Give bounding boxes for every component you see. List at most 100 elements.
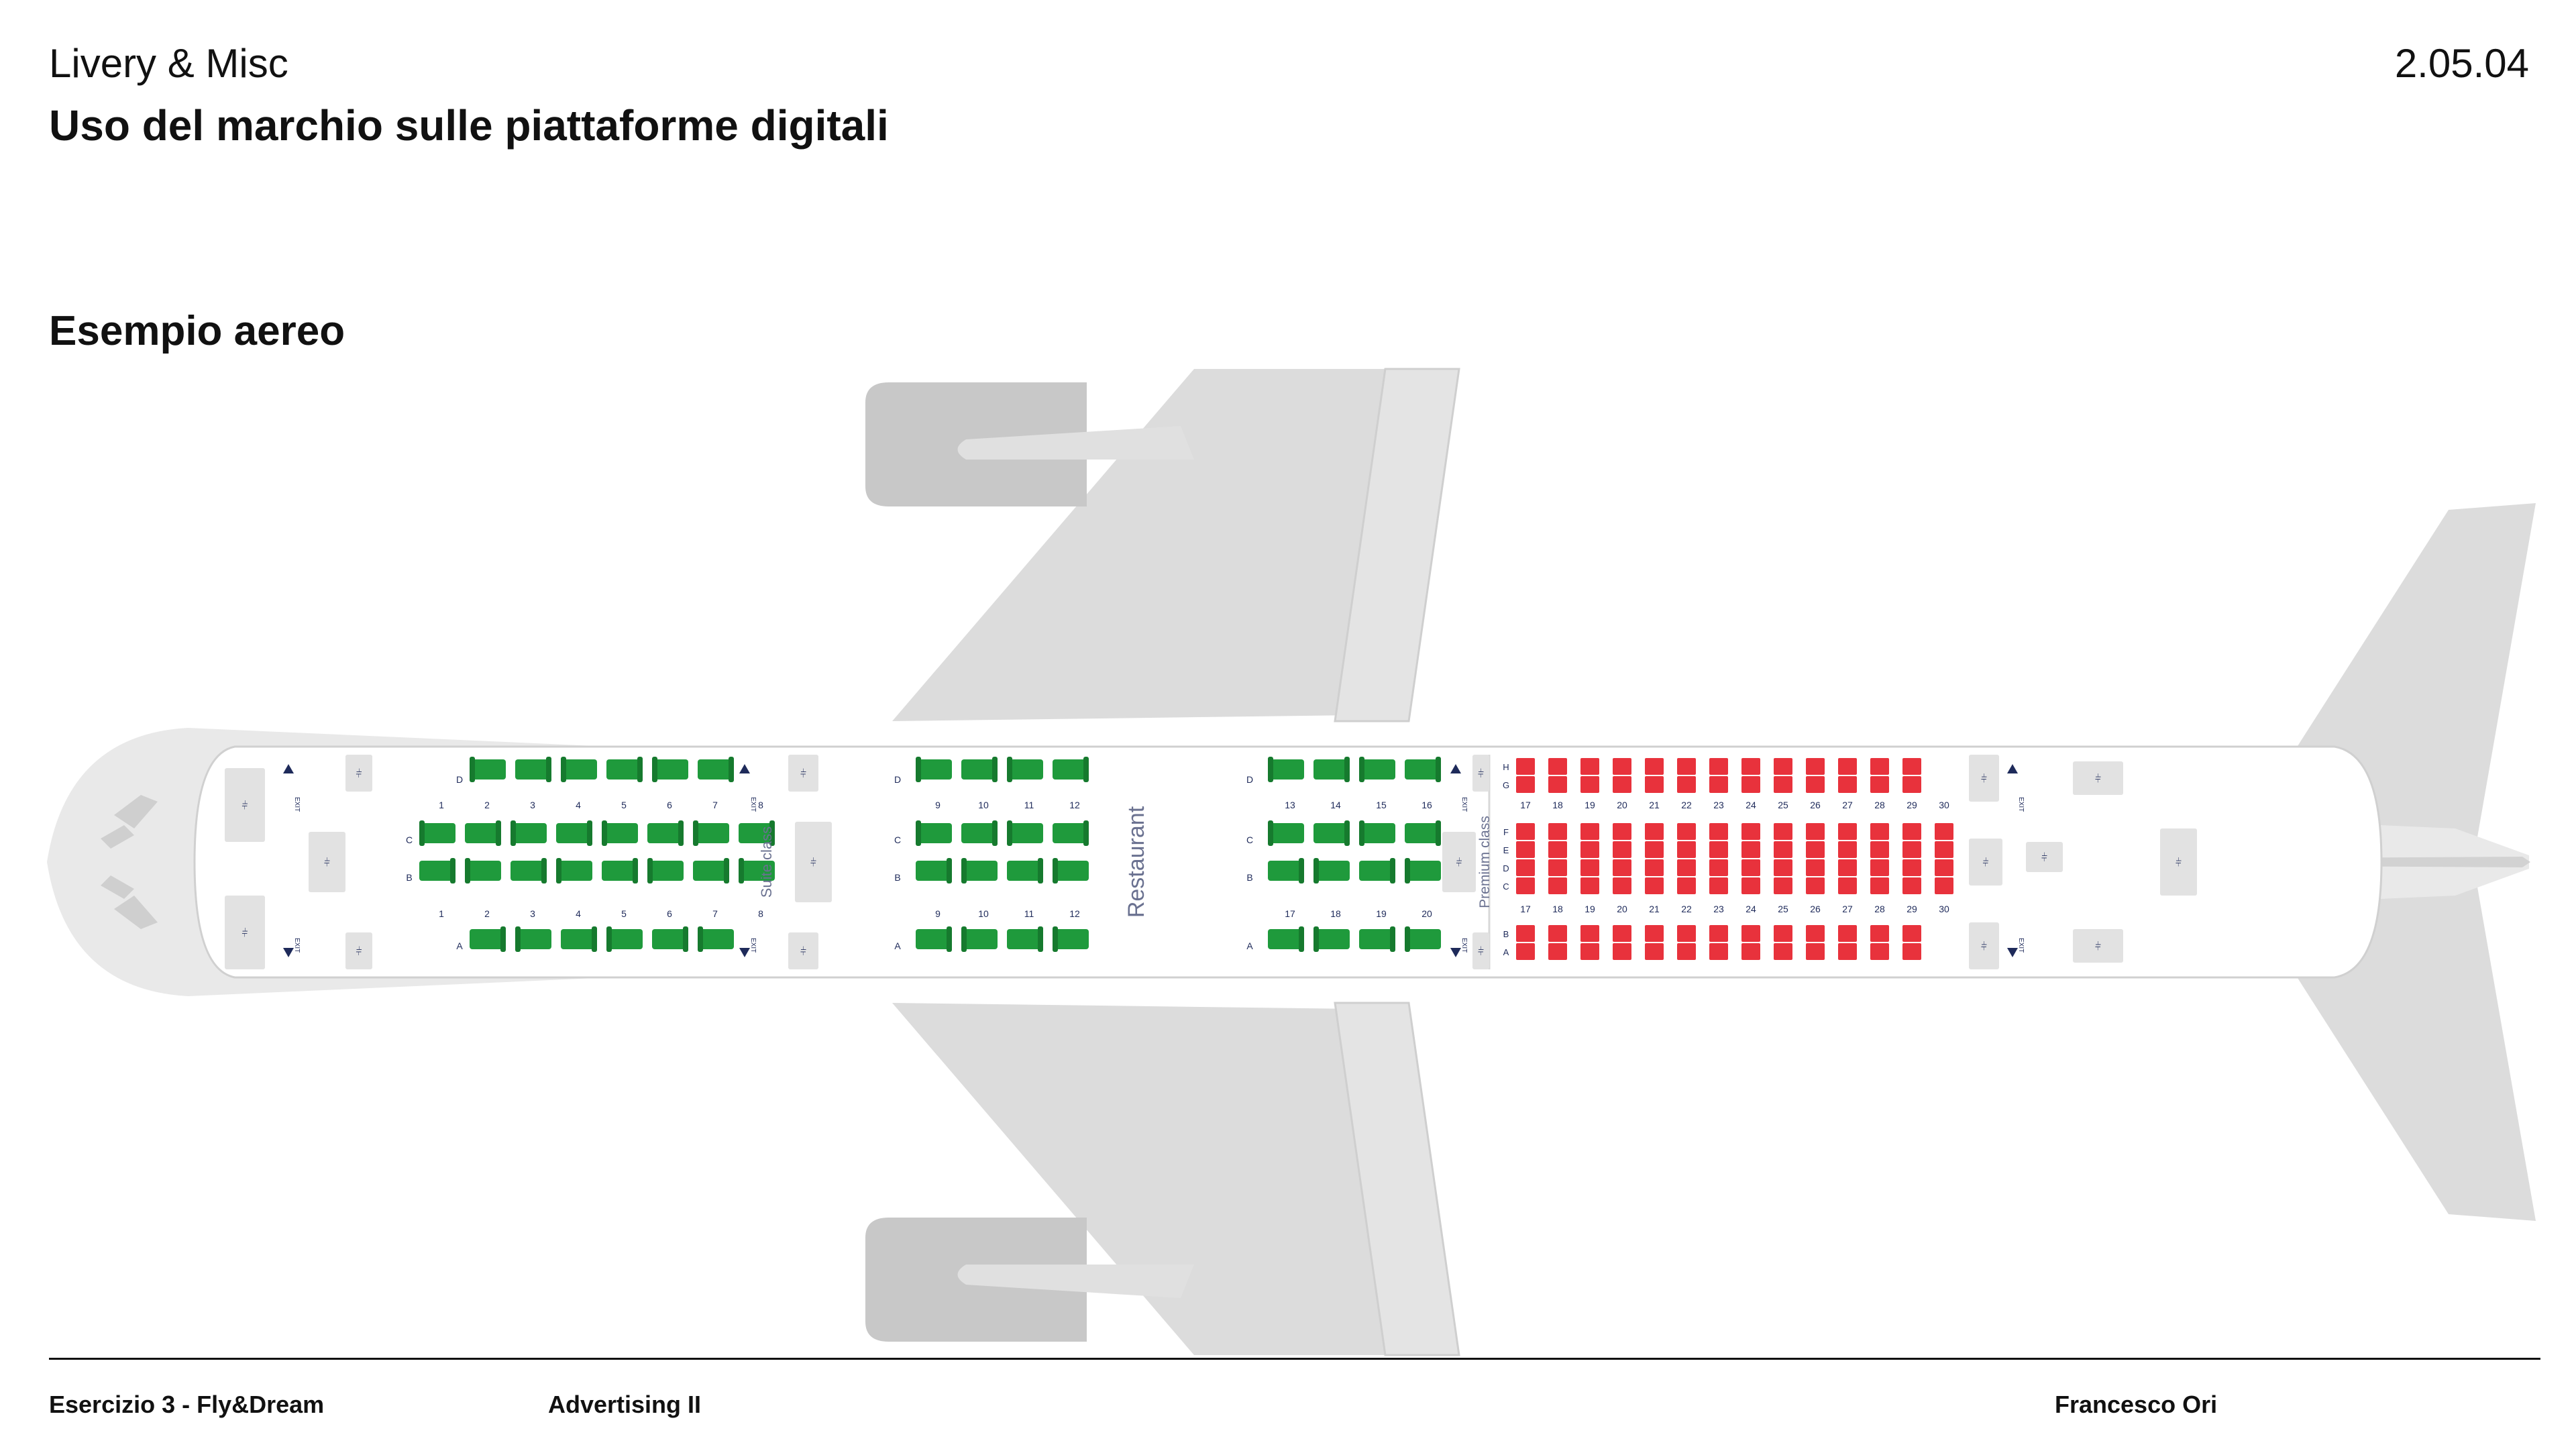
- suite-seat-back: [1390, 926, 1395, 952]
- row-number: 2: [484, 908, 490, 919]
- premium-seat: [1580, 841, 1599, 858]
- suite-seat: [1268, 820, 1304, 846]
- premium-seat: [1677, 943, 1696, 960]
- premium-seat: [1548, 925, 1567, 942]
- premium-seat: [1870, 758, 1889, 775]
- row-number: 7: [712, 908, 718, 919]
- suite-seat: [511, 820, 547, 846]
- exit-arrow-icon: [283, 948, 294, 957]
- suite-seat-shape: [739, 823, 775, 843]
- premium-seat: [1902, 841, 1921, 858]
- suite-seat: [647, 820, 684, 846]
- suite-seat-shape: [698, 929, 734, 949]
- exit-arrow-icon: [1450, 764, 1461, 773]
- exit-label: EXIT: [2017, 938, 2025, 953]
- suite-seat: [470, 757, 506, 782]
- premium-seat: [1902, 859, 1921, 876]
- suite-seat: [739, 820, 775, 846]
- lavatory: [1442, 832, 1476, 892]
- seat-letter: C: [406, 835, 413, 845]
- suite-seat-shape: [916, 929, 952, 949]
- suite-seat: [961, 858, 998, 883]
- premium-seat: [1580, 943, 1599, 960]
- suite-seat-back: [961, 858, 967, 883]
- suite-seat: [419, 858, 455, 883]
- suite-seat-back: [606, 926, 612, 952]
- suite-seat: [1359, 926, 1395, 952]
- premium-seat: [1580, 859, 1599, 876]
- suite-seat-back: [1313, 858, 1319, 883]
- suite-seat-shape: [698, 759, 734, 780]
- suite-seat-back: [992, 820, 998, 846]
- premium-seat: [1613, 859, 1631, 876]
- galley: [1969, 839, 2002, 885]
- exit-marker: EXIT: [283, 938, 301, 957]
- cutlery-icon: ⫩: [1982, 856, 1988, 869]
- suite-seat: [1359, 820, 1395, 846]
- premium-seat: [1613, 758, 1631, 775]
- suite-seat: [465, 820, 501, 846]
- suite-seat-shape: [1053, 823, 1089, 843]
- suite-seat-back: [1053, 858, 1058, 883]
- seat-letter: B: [1246, 872, 1252, 883]
- premium-seat: [1870, 859, 1889, 876]
- suite-seat: [1053, 820, 1089, 846]
- row-number: 17: [1520, 800, 1531, 810]
- suite-seat-back: [1083, 820, 1089, 846]
- suite-seat: [1007, 820, 1043, 846]
- cutlery-icon: ⫩: [1981, 940, 1987, 953]
- row-number: 5: [621, 908, 627, 919]
- row-number: 21: [1649, 904, 1660, 914]
- lavatory: [1472, 755, 1489, 792]
- exit-marker: EXIT: [739, 938, 757, 957]
- premium-seat: [1580, 823, 1599, 840]
- premium-seat: [1677, 841, 1696, 858]
- suite-seat-back: [637, 757, 643, 782]
- suite-seat-shape: [1359, 759, 1395, 780]
- engine-upper-pylon: [957, 426, 1194, 460]
- row-number: 29: [1907, 800, 1917, 810]
- row-number: 20: [1617, 800, 1627, 810]
- suite-seat-back: [947, 858, 952, 883]
- row-number: 2: [484, 800, 490, 810]
- seat-letter: B: [894, 872, 900, 883]
- suite-seat-back: [1083, 757, 1089, 782]
- premium-seat: [1613, 776, 1631, 793]
- row-number: 18: [1330, 908, 1341, 919]
- suite-seat-back: [916, 820, 921, 846]
- lavatory: [788, 755, 818, 792]
- row-number: 11: [1024, 908, 1034, 919]
- suite-seat-shape: [1313, 759, 1350, 780]
- suite-seat-back: [1344, 820, 1350, 846]
- premium-seat: [1870, 943, 1889, 960]
- suite-seat-back: [1299, 858, 1304, 883]
- wing-upper: [892, 369, 1459, 721]
- row-number: 12: [1069, 908, 1080, 919]
- premium-seat: [1613, 943, 1631, 960]
- exit-label: EXIT: [293, 938, 301, 953]
- exit-arrow-icon: [2007, 948, 2018, 957]
- cutlery-icon: ⫩: [810, 856, 816, 869]
- premium-seat: [1645, 758, 1664, 775]
- premium-seat: [1774, 776, 1792, 793]
- premium-seat: [1613, 841, 1631, 858]
- premium-class-label: Premium class: [1477, 816, 1493, 908]
- wing-lower-flap: [1334, 1002, 1460, 1356]
- suite-seat: [1405, 858, 1441, 883]
- premium-seat: [1645, 877, 1664, 894]
- cutlery-icon: ⫩: [2176, 856, 2182, 869]
- page-number: 2.05.04: [2394, 41, 2529, 86]
- suite-seat-shape: [1405, 929, 1441, 949]
- premium-seat: [1548, 859, 1567, 876]
- suite-seat: [916, 757, 952, 782]
- premium-seat: [1806, 841, 1825, 858]
- exit-arrow-icon: [1450, 948, 1461, 957]
- suite-seat-back: [1038, 926, 1043, 952]
- row-number: 22: [1681, 904, 1692, 914]
- suite-seat: [1053, 757, 1089, 782]
- row-number: 19: [1376, 908, 1387, 919]
- cutlery-icon: ⫩: [241, 799, 248, 812]
- exit-marker: EXIT: [1450, 764, 1468, 812]
- footer-center: Advertising II: [548, 1391, 702, 1418]
- wing-lower: [892, 1003, 1459, 1355]
